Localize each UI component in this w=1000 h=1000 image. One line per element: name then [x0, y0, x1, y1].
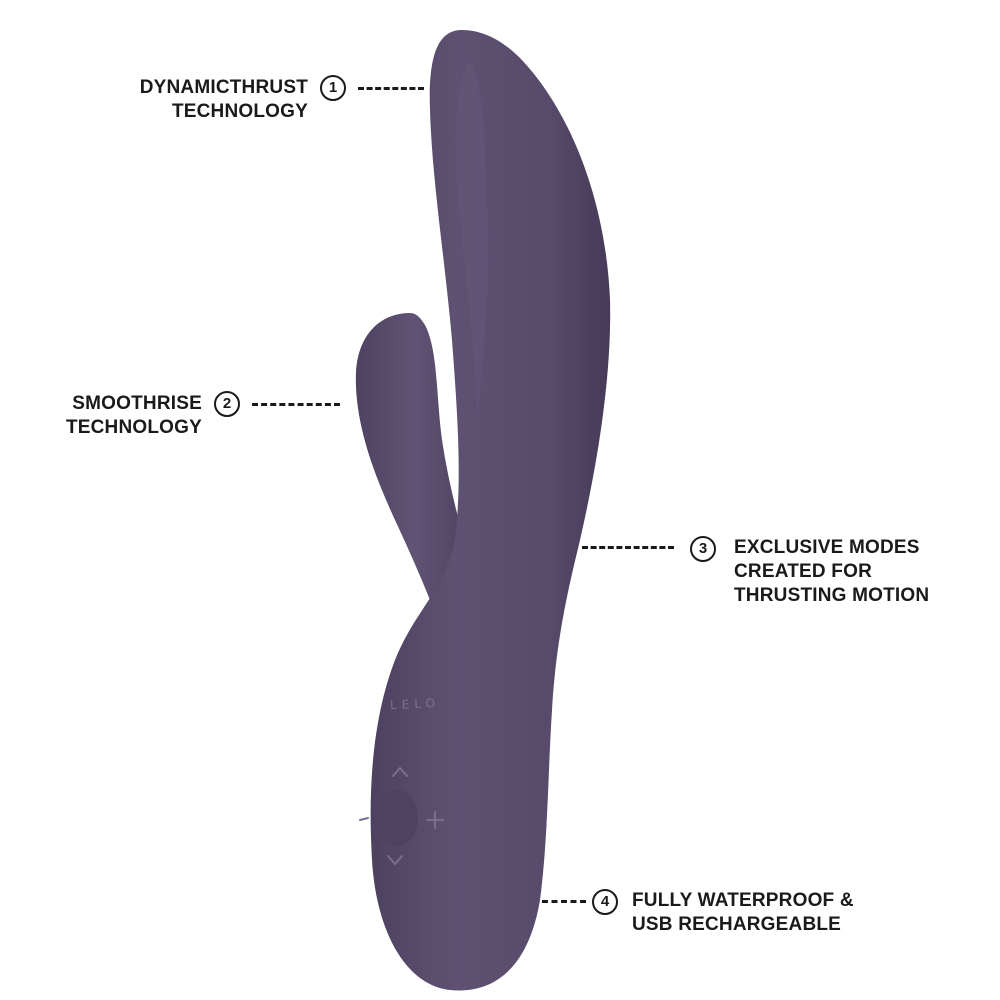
plus-icon	[426, 811, 444, 829]
feature-3-line-3: THRUSTING MOTION	[734, 585, 930, 606]
feature-2-leader-line	[252, 403, 340, 406]
chevron-up-icon	[392, 766, 408, 777]
feature-4-label: FULLY WATERPROOF & USB RECHARGEABLE	[632, 889, 854, 937]
brand-logo: LELO	[389, 695, 441, 713]
feature-3-label: EXCLUSIVE MODES CREATED FOR THRUSTING MO…	[734, 536, 929, 608]
feature-2-line-1: SMOOTHRISE	[72, 393, 202, 414]
feature-2-number-badge: 2	[214, 391, 240, 417]
feature-4-number-badge: 4	[592, 889, 618, 915]
feature-1-leader-line	[358, 87, 424, 90]
feature-3-leader-line	[582, 546, 674, 549]
clitoral-arm	[355, 313, 470, 600]
feature-2-label: SMOOTHRISE TECHNOLOGY	[40, 392, 202, 440]
feature-1-number-badge: 1	[320, 75, 346, 101]
feature-4-line-1: FULLY WATERPROOF &	[632, 890, 854, 911]
feature-3-line-1: EXCLUSIVE MODES	[734, 537, 920, 558]
feature-2-line-2: TECHNOLOGY	[65, 417, 202, 438]
feature-4-line-2: USB RECHARGEABLE	[632, 914, 842, 935]
minus-icon	[359, 817, 369, 821]
feature-1-line-2: TECHNOLOGY	[171, 101, 308, 122]
control-button	[378, 790, 418, 846]
feature-3-number-badge: 3	[690, 536, 716, 562]
feature-1-label: DYNAMICTHRUST TECHNOLOGY	[108, 76, 308, 124]
chevron-down-icon	[387, 855, 403, 866]
feature-4-leader-line	[542, 900, 586, 903]
feature-3-line-2: CREATED FOR	[734, 561, 873, 582]
feature-1-line-1: DYNAMICTHRUST	[139, 77, 308, 98]
main-shaft	[370, 30, 611, 991]
